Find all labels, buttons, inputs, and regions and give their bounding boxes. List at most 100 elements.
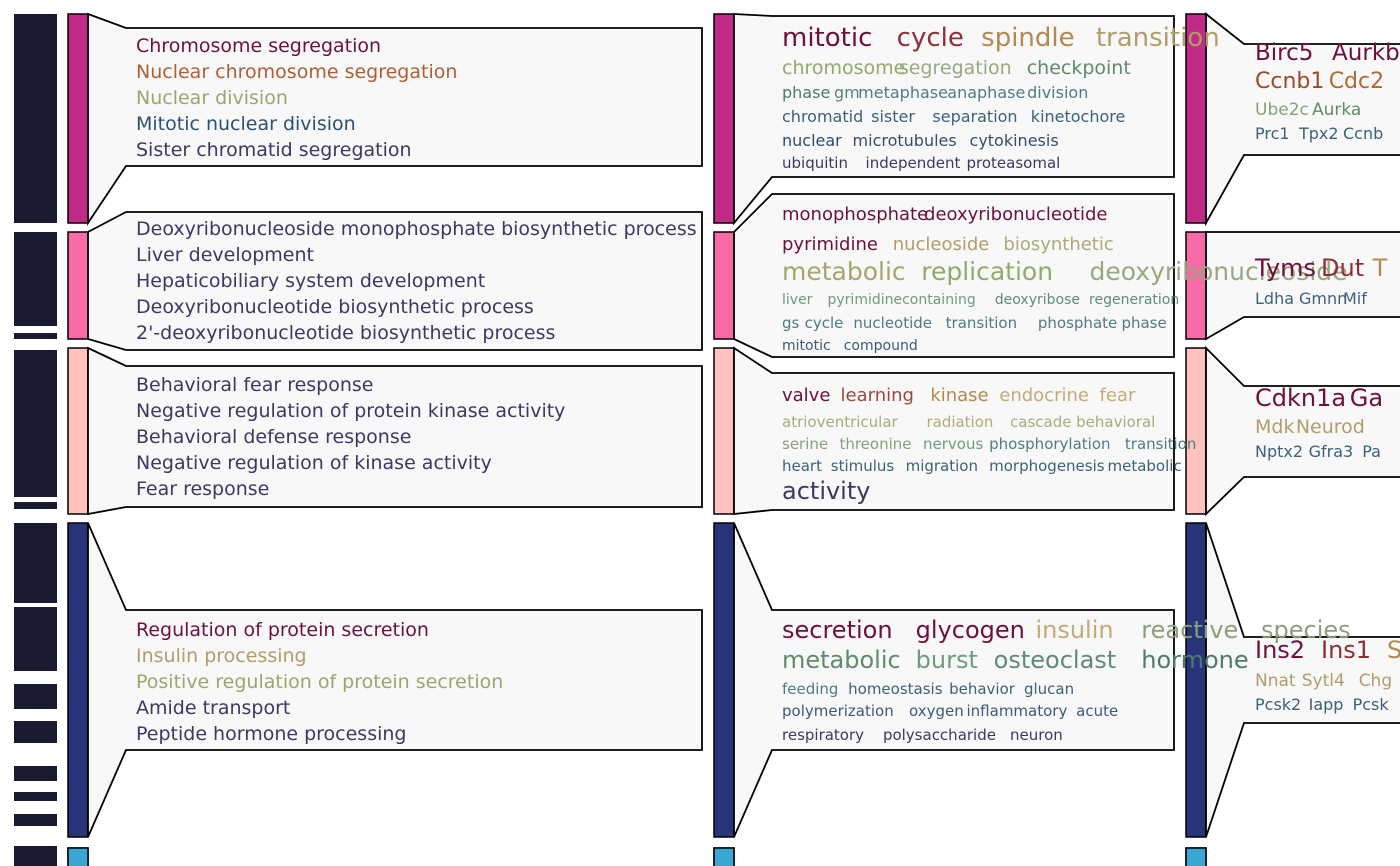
gene-name: Nptx2 <box>1255 442 1303 461</box>
gene-name: Mif <box>1343 289 1367 308</box>
heatmap-segment <box>14 607 57 671</box>
keyword: behavioral <box>1076 413 1155 431</box>
go-term-callout <box>87 12 703 226</box>
gene-name: Ga <box>1350 384 1383 412</box>
keyword: polymerization <box>782 702 894 720</box>
keyword: homeostasis <box>848 680 943 698</box>
keyword: phosphate <box>1038 314 1117 332</box>
heatmap-segment <box>14 14 57 223</box>
keyword: threonine <box>839 435 911 453</box>
keyword: deoxyribonucleotide <box>924 204 1107 225</box>
keyword: osteoclast <box>994 646 1117 674</box>
keyword: deoxyribose <box>995 292 1080 308</box>
cluster-color-bar <box>67 847 89 866</box>
keyword: reactive <box>1141 616 1238 644</box>
keyword: anaphase <box>947 83 1025 102</box>
keyword: stimulus <box>831 457 895 475</box>
keyword: spindle <box>981 23 1074 53</box>
keyword: learning <box>841 385 914 406</box>
cluster-color-bar <box>67 522 89 838</box>
keyword: chromosome <box>782 57 905 79</box>
keyword: pyrimidine <box>782 234 878 255</box>
keyword: atrioventricular <box>782 413 899 431</box>
gene-name: Ccnb <box>1343 124 1383 143</box>
keyword: secretion <box>782 616 893 644</box>
go-term: Mitotic nuclear division <box>136 113 356 135</box>
cluster-color-bar <box>713 13 735 224</box>
go-term: 2'-deoxyribonucleotide biosynthetic proc… <box>136 322 555 344</box>
keyword-callout <box>733 193 1175 358</box>
heatmap-segment <box>14 814 57 826</box>
keyword: kinase <box>930 385 988 406</box>
keyword: mitotic <box>782 338 831 354</box>
keyword: nucleoside <box>893 234 990 255</box>
keyword: valve <box>782 385 830 406</box>
keyword: migration <box>906 457 978 475</box>
keyword: cascade <box>1010 413 1071 431</box>
keyword: biosynthetic <box>1003 234 1113 255</box>
go-term: Sister chromatid segregation <box>136 139 412 161</box>
go-term-callout <box>87 522 703 838</box>
go-term: Positive regulation of protein secretion <box>136 671 503 693</box>
keyword: nuclear <box>782 131 842 150</box>
go-term: Liver development <box>136 244 314 266</box>
gene-name: Prc1 <box>1255 124 1290 143</box>
keyword: cycle <box>897 23 964 53</box>
cluster-color-bar <box>67 13 89 224</box>
keyword: insulin <box>1035 616 1113 644</box>
cluster-color-bar <box>713 847 735 866</box>
keyword: chromatid <box>782 107 863 126</box>
gene-name: Ldha <box>1255 289 1294 308</box>
heatmap-segment <box>14 232 57 326</box>
keyword: microtubules <box>853 131 957 150</box>
gene-name: Pcsk2 <box>1255 695 1301 714</box>
keyword: cycle <box>805 314 844 332</box>
go-term: Nuclear chromosome segregation <box>136 61 457 83</box>
keyword: deoxyribonucleoside <box>1090 257 1348 286</box>
heatmap-segment <box>14 333 57 339</box>
keyword: polysaccharide <box>883 726 996 744</box>
gene-callout <box>1205 12 1400 227</box>
go-term: Amide transport <box>136 697 290 719</box>
gene-name: Sytl4 <box>1302 671 1345 691</box>
gene-name: Neurod <box>1296 416 1365 438</box>
keyword: metaphase <box>858 83 948 102</box>
keyword: checkpoint <box>1027 57 1131 79</box>
heatmap-segment <box>14 846 57 866</box>
gene-name: Tyms <box>1254 254 1316 282</box>
keyword: ubiquitin <box>782 154 848 172</box>
keyword: sister <box>871 107 915 126</box>
go-term: Nuclear division <box>136 87 288 109</box>
keyword: monophosphate <box>782 204 928 225</box>
gene-name: S <box>1387 636 1400 664</box>
keyword-callout <box>733 346 1175 515</box>
keyword: pyrimidinecontaining <box>828 292 976 308</box>
cluster-color-bar <box>67 231 89 340</box>
gene-name: Tpx2 <box>1298 124 1339 143</box>
keyword: liver <box>782 292 813 308</box>
gene-name: T <box>1372 254 1388 282</box>
keyword: behavior <box>949 680 1016 698</box>
cluster-color-bar <box>713 522 735 838</box>
go-term-callout <box>87 346 703 516</box>
cluster-color-bar <box>713 347 735 515</box>
keyword: metabolic <box>1108 457 1182 475</box>
gene-name: Nnat <box>1255 671 1296 691</box>
keyword: hormone <box>1141 646 1248 674</box>
keyword: glycogen <box>916 616 1025 644</box>
keyword: oxygen <box>909 702 964 720</box>
keyword: phase <box>1121 314 1166 332</box>
gene-name: Aurkb <box>1332 40 1400 66</box>
heatmap-segment <box>14 766 57 781</box>
keyword: inflammatory <box>967 702 1068 720</box>
keyword: species <box>1261 616 1351 644</box>
go-term: Negative regulation of protein kinase ac… <box>136 400 565 422</box>
keyword: gm <box>834 83 860 102</box>
keyword: transition <box>1096 23 1220 53</box>
gene-name: Cdkn1a <box>1255 384 1346 412</box>
gene-callout <box>1205 522 1400 838</box>
keyword: segregation <box>899 57 1012 79</box>
keyword-callout <box>733 522 1175 838</box>
go-term: Peptide hormone processing <box>136 723 407 745</box>
keyword: phosphorylation <box>989 435 1110 453</box>
